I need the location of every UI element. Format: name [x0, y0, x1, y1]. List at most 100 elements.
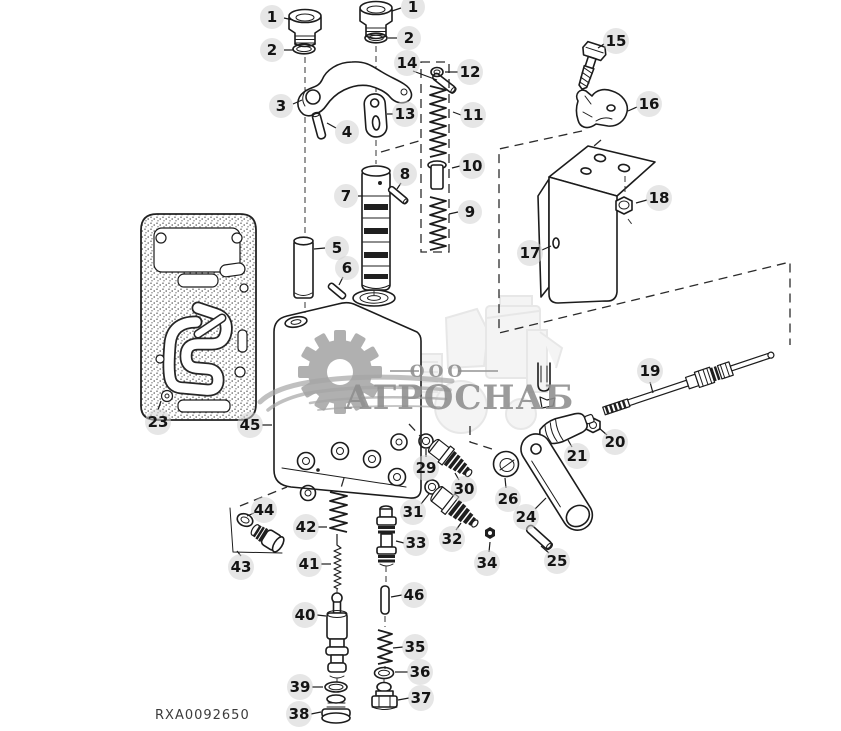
callout-2-right: 2	[388, 26, 421, 50]
svg-text:8: 8	[400, 165, 410, 183]
callout-33: 33	[395, 530, 429, 556]
svg-text:31: 31	[403, 503, 424, 521]
part-8-pin	[387, 185, 409, 205]
part-1-cap-left	[288, 8, 322, 48]
svg-text:29: 29	[416, 459, 437, 477]
callout-29: 29	[413, 449, 439, 481]
callout-18: 18	[635, 185, 672, 211]
svg-text:2: 2	[404, 29, 414, 47]
svg-text:45: 45	[240, 416, 261, 434]
part-34-nut	[485, 527, 495, 539]
callout-44: 44	[246, 497, 277, 523]
part-36-oring	[373, 666, 395, 680]
part-15-bolt	[578, 40, 607, 90]
callout-25: 25	[540, 545, 570, 574]
callout-4: 4	[326, 120, 359, 144]
callout-20: 20	[598, 427, 628, 455]
part-6-pin	[327, 282, 347, 300]
part-24-lever	[520, 433, 594, 531]
drawing-code: RXA0092650	[155, 708, 250, 723]
svg-text:40: 40	[295, 606, 316, 624]
svg-text:21: 21	[567, 447, 588, 465]
part-21-boot	[539, 412, 595, 445]
svg-text:38: 38	[289, 705, 310, 723]
align-44	[239, 486, 288, 507]
align-42	[340, 477, 345, 489]
callout-38: 38	[286, 701, 322, 727]
align-29	[408, 423, 422, 438]
nut-centerline	[624, 176, 635, 228]
cl-right-col	[383, 566, 387, 683]
part-30-fitting	[427, 438, 473, 478]
part-29-oring	[418, 433, 434, 449]
callout-9: 9	[448, 200, 482, 224]
svg-text:35: 35	[405, 638, 426, 656]
callout-45: 45	[237, 412, 272, 438]
svg-text:30: 30	[454, 480, 475, 498]
part-26-ring	[492, 450, 520, 478]
callout-11: 11	[452, 102, 486, 128]
svg-text:42: 42	[296, 518, 317, 536]
svg-text:2: 2	[267, 41, 277, 59]
callout-2-left: 2	[260, 38, 294, 62]
svg-text:13: 13	[395, 105, 416, 123]
svg-text:10: 10	[462, 157, 483, 175]
callout-37: 37	[397, 685, 434, 711]
callout-41: 41	[296, 551, 331, 577]
part-7-spool	[361, 165, 391, 291]
callout-34: 34	[474, 541, 500, 576]
callout-5: 5	[313, 236, 349, 260]
part-44-oring	[236, 512, 254, 528]
svg-text:41: 41	[299, 555, 320, 573]
svg-text:9: 9	[465, 203, 475, 221]
part-13-link-plate	[363, 93, 388, 138]
detail-box	[420, 61, 450, 253]
callout-43: 43	[228, 550, 254, 580]
part-16-clamp	[575, 88, 629, 129]
watermark-swoosh	[257, 370, 498, 412]
callout-40: 40	[292, 602, 327, 628]
svg-text:1: 1	[408, 0, 418, 16]
callout-6: 6	[335, 256, 359, 286]
part-23-gasket	[140, 213, 257, 421]
callout-39: 39	[287, 674, 323, 700]
callout-7: 7	[334, 184, 363, 208]
part-40-spool	[325, 592, 349, 679]
callout-1-right: 1	[391, 0, 425, 19]
callout-30: 30	[451, 472, 477, 502]
svg-text:37: 37	[411, 689, 432, 707]
part-11-spring	[429, 85, 447, 158]
callout-23: 23	[145, 400, 171, 435]
svg-text:20: 20	[605, 433, 626, 451]
part-3-rocker-arm	[297, 61, 413, 117]
callout-31: 31	[400, 493, 430, 525]
callout-8: 8	[393, 162, 417, 190]
part-19-cable	[602, 351, 775, 416]
svg-text:19: 19	[640, 362, 661, 380]
svg-text:6: 6	[342, 259, 352, 277]
cable-clip	[537, 362, 556, 409]
bracket-43-lines	[229, 507, 283, 554]
svg-text:23: 23	[148, 413, 169, 431]
watermark-company-name: АГРОСНАБ	[344, 378, 574, 418]
svg-text:1: 1	[267, 8, 277, 26]
part-37-plug	[371, 681, 398, 710]
callout-21: 21	[564, 439, 590, 469]
part-5-pin	[293, 236, 314, 299]
svg-text:24: 24	[516, 508, 537, 526]
callouts: 1 2 1 2 3 4 5 6 7 8 9 10 11 12 13 14 15 …	[145, 0, 672, 727]
svg-text:44: 44	[254, 501, 275, 519]
part-43-plug	[250, 524, 285, 553]
svg-text:14: 14	[397, 54, 418, 72]
part-33-valve	[376, 505, 397, 567]
svg-text:25: 25	[547, 552, 568, 570]
callout-13: 13	[387, 101, 418, 127]
callout-12: 12	[445, 59, 483, 85]
part-41-spring	[333, 534, 342, 590]
part-18-nut	[615, 196, 633, 215]
callout-36: 36	[395, 659, 433, 685]
svg-text:3: 3	[276, 97, 286, 115]
svg-text:36: 36	[410, 663, 431, 681]
svg-text:11: 11	[463, 106, 484, 124]
